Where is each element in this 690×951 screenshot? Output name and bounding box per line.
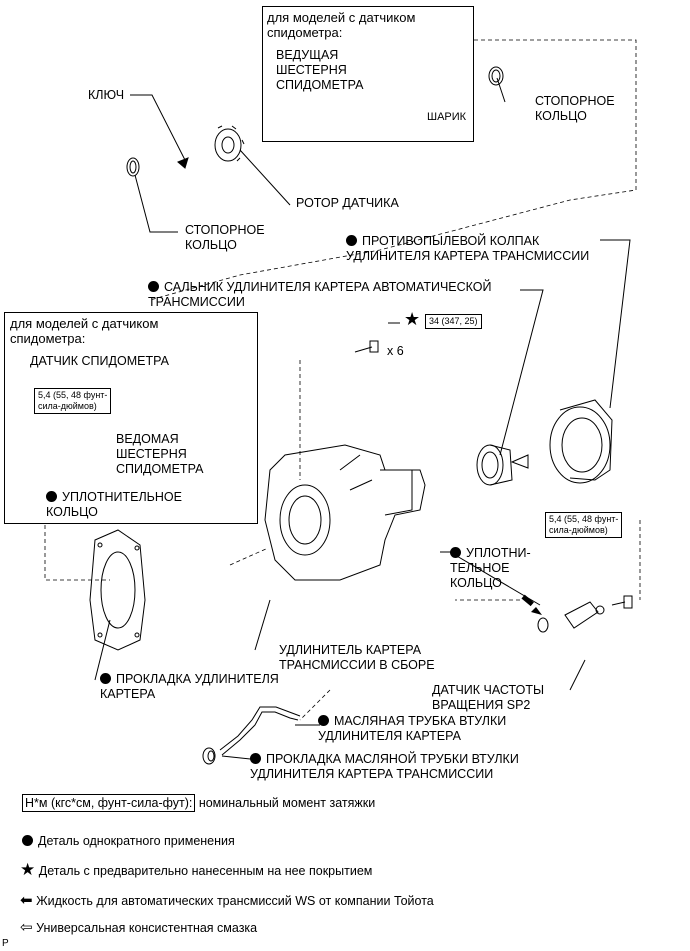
top-speedometer-box (262, 6, 474, 142)
ball-label: ШАРИК (427, 111, 467, 123)
single-use-mark (450, 547, 461, 558)
outline-arrow-icon: ⇦ (20, 919, 33, 936)
gasket-label: ПРОКЛАДКА УДЛИНИТЕЛЯ КАРТЕРА (100, 672, 279, 701)
sp2-torque-box: 5,4 (55, 48 фунт- сила-дюймов) (545, 512, 623, 538)
filled-arrow-icon: ⬅ (20, 892, 33, 909)
right-o-ring-label: УПЛОТНИ- ТЕЛЬНОЕ КОЛЬЦО (450, 546, 531, 590)
left-o-ring-label: УПЛОТНИТЕЛЬНОЕ КОЛЬЦО (46, 490, 182, 519)
speed-sensor-torque-box: 5,4 (55, 48 фунт- сила-дюймов) (34, 388, 112, 414)
driven-gear-label: ВЕДОМАЯ ШЕСТЕРНЯ СПИДОМЕТРА (116, 432, 204, 476)
bolt-count-label: x 6 (387, 344, 404, 358)
oil-pipe-gasket-label: ПРОКЛАДКА МАСЛЯНОЙ ТРУБКИ ВТУЛКИ УДЛИНИТ… (250, 752, 519, 781)
speed-sensor-label: ДАТЧИК СПИДОМЕТРА (30, 354, 169, 368)
legend-precoated: ★ Деталь с предварительно нанесенным на … (20, 860, 373, 879)
snap-ring-left-label: СТОПОРНОЕ КОЛЬЦО (185, 223, 265, 252)
bolt-torque-box: 34 (347, 25) (425, 314, 482, 329)
precoated-star-icon: ★ (20, 860, 36, 879)
single-use-mark (22, 835, 33, 846)
legend-grease: ⇦ Универсальная консистентная смазка (20, 919, 258, 936)
legend-torque: Н*м (кгс*см, фунт-сила-фут): номинальный… (22, 794, 375, 812)
left-speedometer-box (4, 312, 258, 524)
torque-units-box: Н*м (кгс*см, фунт-сила-фут): (22, 794, 196, 812)
oil-seal-label: САЛЬНИК УДЛИНИТЕЛЯ КАРТЕРА АВТОМАТИЧЕСКО… (148, 280, 492, 309)
single-use-mark (318, 715, 329, 726)
sp2-sensor-label: ДАТЧИК ЧАСТОТЫ ВРАЩЕНИЯ SP2 (432, 683, 545, 712)
oil-pipe-label: МАСЛЯНАЯ ТРУБКА ВТУЛКИ УДЛИНИТЕЛЯ КАРТЕР… (318, 714, 507, 743)
legend-atf: ⬅ Жидкость для автоматических трансмисси… (20, 892, 434, 909)
left-box-title: для моделей с датчиком спидометра: (10, 316, 159, 346)
sensor-rotor-label: РОТОР ДАТЧИКА (296, 196, 399, 210)
legend-single-use: Деталь однократного применения (22, 834, 235, 849)
extension-assy-label: УДЛИНИТЕЛЬ КАРТЕРА ТРАНСМИССИИ В СБОРЕ (279, 643, 435, 672)
top-box-title: для моделей с датчиком спидометра: (267, 10, 416, 40)
snap-ring-right-label: СТОПОРНОЕ КОЛЬЦО (535, 94, 615, 123)
dust-cover-label: ПРОТИВОПЫЛЕВОЙ КОЛПАК УДЛИНИТЕЛЯ КАРТЕРА… (346, 234, 590, 263)
single-use-mark (46, 491, 57, 502)
precoated-star: ★ (404, 309, 421, 329)
single-use-mark (346, 235, 357, 246)
corner-mark: P (2, 938, 9, 949)
drive-gear-label: ВЕДУЩАЯ ШЕСТЕРНЯ СПИДОМЕТРА (276, 48, 364, 92)
key-label: КЛЮЧ (88, 88, 125, 102)
single-use-mark (148, 281, 159, 292)
single-use-mark (100, 673, 111, 684)
single-use-mark (250, 753, 261, 764)
